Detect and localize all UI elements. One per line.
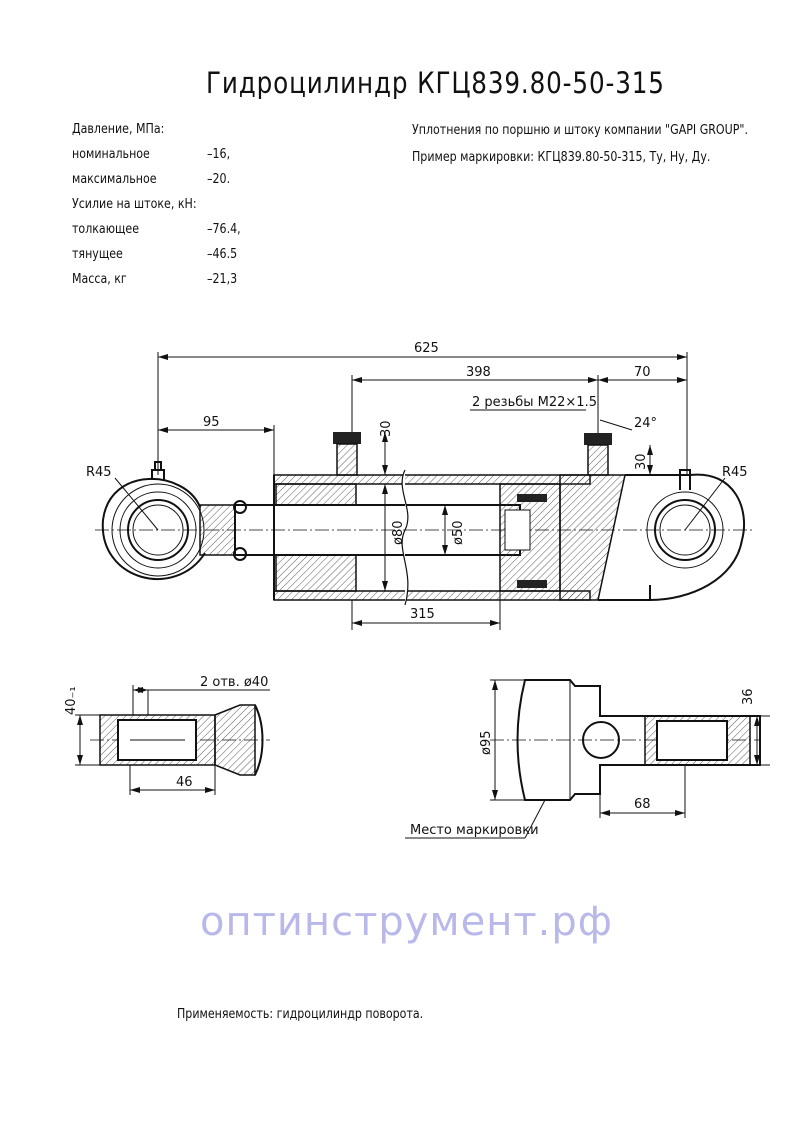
push-label: толкающее: [72, 222, 140, 237]
dim-rod: ø50: [451, 521, 466, 546]
dim-radius-right: R45: [722, 465, 748, 480]
port-right: [584, 433, 612, 476]
dim-radius-left: R45: [86, 465, 112, 480]
pressure-heading: Давление, МПа:: [72, 122, 165, 137]
dim-holes-note: 2 отв. ø40: [200, 675, 268, 690]
nominal-value: –16,: [207, 147, 231, 162]
cylinder-main-view: [95, 432, 755, 606]
front-rod-eye: [101, 461, 247, 580]
dim-cap-diameter: ø95: [479, 731, 494, 756]
marking-place-label: Место маркировки: [410, 823, 539, 838]
dim-eye-offset: 46: [176, 775, 193, 790]
seals-note: Уплотнения по поршню и штоку компании "G…: [412, 123, 748, 138]
rear-eye: [646, 469, 746, 601]
max-label: максимальное: [72, 172, 157, 187]
rear-cap-view: ø95 36 68 Место маркировки: [405, 679, 770, 839]
watermark: оптинструмент.рф: [200, 899, 613, 945]
dim-ports-distance: 398: [466, 365, 491, 380]
rear-cap: [559, 474, 626, 601]
marking-example: Пример маркировки: КГЦ839.80-50-315, Ту,…: [412, 150, 711, 165]
dim-overall: 625: [414, 341, 439, 356]
push-value: –76.4,: [207, 222, 241, 237]
gland-top: [275, 483, 357, 506]
dim-front-offset: 95: [203, 415, 220, 430]
gland-bottom: [275, 554, 357, 592]
main-dimensions: 625 398 70 95 2 резьбы M22×1.5 24° 30 30…: [86, 341, 748, 630]
front-eye-section-view: 40₋₁ 2 отв. ø40 46: [64, 675, 270, 795]
dim-rear-eye-offset: 68: [634, 797, 651, 812]
mass-label: Масса, кг: [72, 272, 127, 287]
port-left: [333, 432, 361, 476]
dim-thread-note: 2 резьбы M22×1.5: [472, 395, 597, 410]
dim-eye-width: 40₋₁: [64, 686, 79, 715]
dim-stroke: 315: [410, 607, 435, 622]
dim-rear-offset: 70: [634, 365, 651, 380]
dim-port-height-right: 30: [634, 453, 649, 470]
applicability-note: Применяемость: гидроцилиндр поворота.: [177, 1007, 424, 1022]
mass-value: –21,3: [207, 272, 238, 287]
pull-value: –46.5: [207, 247, 238, 262]
dim-rear-eye-width: 36: [741, 688, 756, 705]
dim-angle: 24°: [634, 416, 657, 431]
dim-port-height-left: 30: [379, 420, 394, 437]
dim-bore: ø80: [391, 521, 406, 546]
force-heading: Усилие на штоке, кН:: [72, 197, 197, 212]
nominal-label: номинальное: [72, 147, 150, 162]
max-value: –20.: [207, 172, 231, 187]
drawing-title: Гидроцилиндр КГЦ839.80-50-315: [206, 66, 665, 100]
pull-label: тянущее: [72, 247, 123, 262]
